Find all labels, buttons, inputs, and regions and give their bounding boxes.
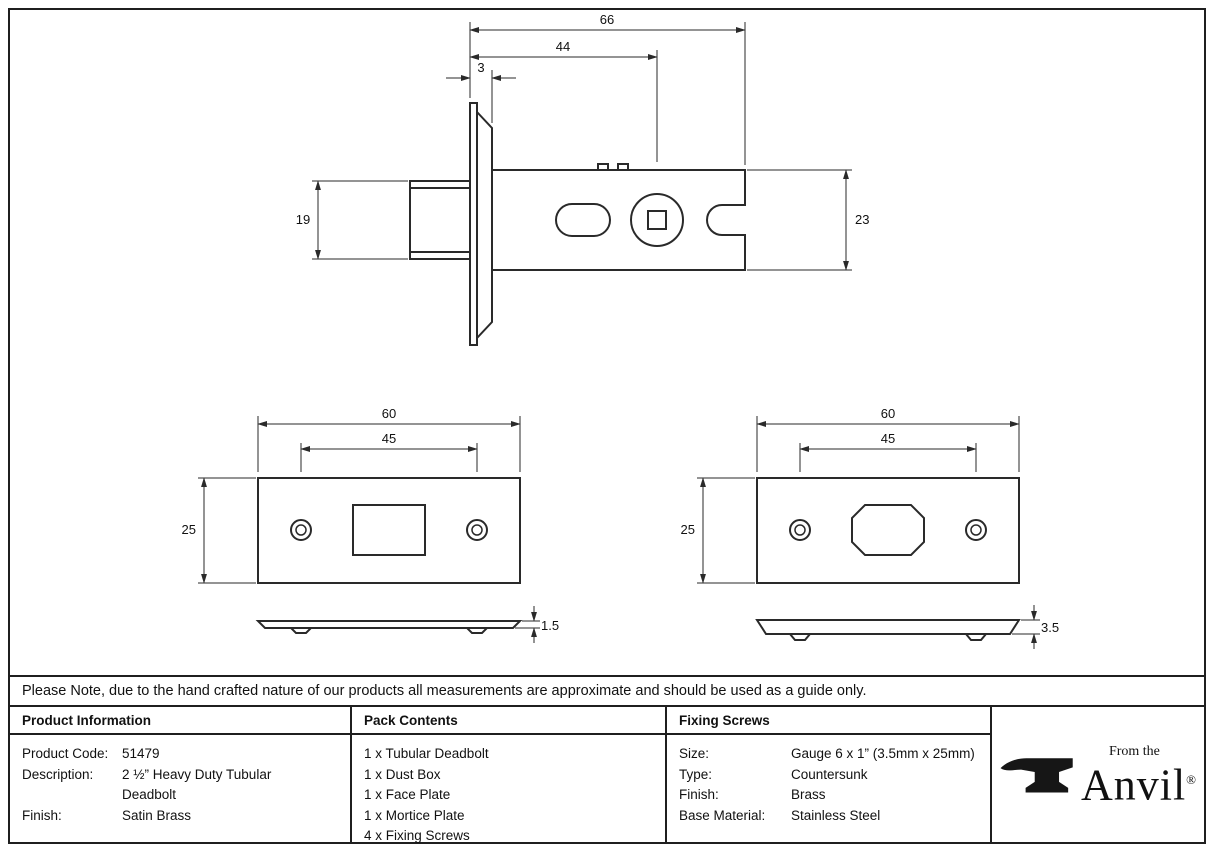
sheet-frame: 66 44 3 19 23 xyxy=(8,8,1206,844)
logo-tagline: From the xyxy=(1108,743,1160,759)
pack-contents-header: Pack Contents xyxy=(352,707,665,735)
row-label: Type: xyxy=(679,766,713,782)
logo-brand-text: Anvil xyxy=(1080,760,1187,810)
pack-item: 1 x Tubular Deadbolt xyxy=(364,746,489,761)
product-info-column: Product Information Product Code: 51479 … xyxy=(10,707,352,842)
dim-hole-centres: 45 xyxy=(881,431,895,446)
faceplate-profile-thin: 1.5 xyxy=(255,606,559,643)
dim-plate-height: 25 xyxy=(182,522,196,537)
oval-cutout xyxy=(555,203,611,237)
anvil-logo-icon xyxy=(1000,757,1073,792)
spec-table: Product Information Product Code: 51479 … xyxy=(10,705,1204,843)
dim-profile-thickness: 1.5 xyxy=(541,618,559,633)
table-row: Finish: Satin Brass xyxy=(22,806,350,827)
dim-backset: 44 xyxy=(556,39,570,54)
case-tab xyxy=(617,163,629,171)
dim-bolt-height: 19 xyxy=(296,212,310,227)
fixing-screws-column: Fixing Screws Size: Gauge 6 x 1” (3.5mm … xyxy=(667,707,992,842)
technical-drawing: 66 44 3 19 23 xyxy=(182,12,1059,649)
row-value: Stainless Steel xyxy=(791,807,881,823)
row-label: Description: xyxy=(22,766,94,782)
row-label: Product Code: xyxy=(22,746,109,761)
table-row: Size: Gauge 6 x 1” (3.5mm x 25mm) xyxy=(679,744,990,765)
bolt-aperture-radiused xyxy=(851,504,925,556)
row-label: Finish: xyxy=(22,807,62,823)
table-row: Type: Countersunk xyxy=(679,765,990,786)
row-value: 51479 xyxy=(122,746,160,761)
note-text: Please Note, due to the hand crafted nat… xyxy=(22,683,867,699)
dim-hole-centres: 45 xyxy=(382,431,396,446)
spindle-square-hole xyxy=(647,210,667,230)
pack-item: 1 x Mortice Plate xyxy=(364,807,465,823)
row-value: Gauge 6 x 1” (3.5mm x 25mm) xyxy=(791,746,975,761)
bolt xyxy=(409,180,471,260)
drawing-area: 66 44 3 19 23 xyxy=(10,10,1204,675)
deadbolt-side-view xyxy=(409,102,746,346)
dim-profile-thickness: 3.5 xyxy=(1041,620,1059,635)
dim-plate-width: 60 xyxy=(881,406,895,421)
dim-plate-height: 25 xyxy=(681,522,695,537)
dim-plate-thickness: 3 xyxy=(477,60,484,75)
bolt-aperture-square xyxy=(352,504,426,556)
case-tab xyxy=(597,163,609,171)
brand-logo: From the Anvil® xyxy=(999,743,1198,810)
pack-item: 4 x Fixing Screws xyxy=(364,828,470,843)
logo-brand-name: Anvil® xyxy=(1080,760,1198,810)
faceplate-radiused-front-view xyxy=(756,477,1020,584)
pack-item: 1 x Face Plate xyxy=(364,787,451,802)
dustbox-flange xyxy=(476,109,493,341)
brand-logo-cell: From the Anvil® xyxy=(992,707,1204,842)
latch-case xyxy=(491,169,746,271)
dim-overall-length: 66 xyxy=(600,12,614,27)
dimensions-left-plate: 60 45 25 xyxy=(182,406,521,584)
product-info-header: Product Information xyxy=(10,707,350,735)
pack-contents-column: Pack Contents 1 x Tubular Deadbolt 1 x D… xyxy=(352,707,667,843)
table-row: Finish: Brass xyxy=(679,785,990,806)
table-row: Description: 2 ½” Heavy Duty Tubular Dea… xyxy=(22,765,350,806)
faceplate-square-front-view xyxy=(257,477,521,584)
fixing-screws-header: Fixing Screws xyxy=(667,707,990,735)
table-row: Base Material: Stainless Steel xyxy=(679,806,990,827)
dim-case-height: 23 xyxy=(855,212,869,227)
faceplate-profile-thick: 3.5 xyxy=(755,605,1059,649)
pack-item: 1 x Dust Box xyxy=(364,766,441,782)
measurement-note: Please Note, due to the hand crafted nat… xyxy=(10,675,1204,705)
registered-mark: ® xyxy=(1186,771,1198,787)
dimensions-main-view: 66 44 3 19 23 xyxy=(296,12,869,271)
row-label: Finish: xyxy=(679,787,719,802)
table-row: Product Code: 51479 xyxy=(22,744,350,765)
dimensions-right-plate: 60 45 25 xyxy=(681,406,1020,584)
row-value: Satin Brass xyxy=(122,807,192,823)
row-label: Size: xyxy=(679,746,710,761)
row-label: Base Material: xyxy=(679,807,766,823)
dim-plate-width: 60 xyxy=(382,406,396,421)
row-value: Countersunk xyxy=(791,766,868,782)
row-value: Brass xyxy=(791,787,826,802)
row-value: 2 ½” Heavy Duty Tubular Deadbolt xyxy=(122,766,272,803)
faceplate-edge xyxy=(469,102,478,346)
